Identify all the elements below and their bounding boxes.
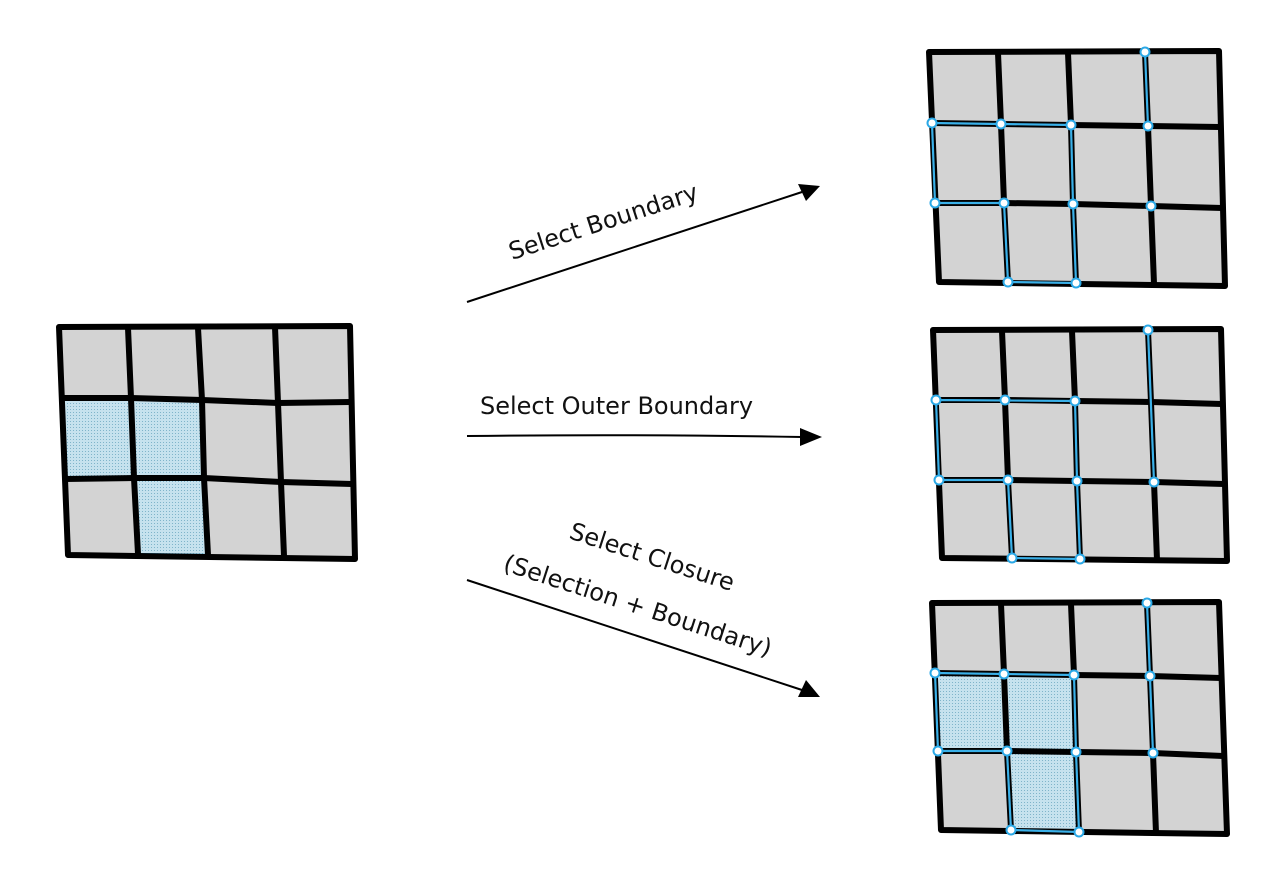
mesh-face — [275, 326, 350, 403]
result-select-boundary — [926, 46, 1228, 289]
arrow-select-outer-boundary: Select Outer Boundary — [466, 392, 822, 446]
label-select-boundary: Select Boundary — [505, 178, 701, 266]
result-select-outer-boundary — [930, 324, 1230, 565]
mesh-face — [281, 482, 355, 559]
arrow-select-boundary: Select Boundary — [466, 178, 820, 303]
mesh-face-selected — [134, 478, 208, 555]
mesh-face — [65, 478, 138, 555]
mesh-face — [204, 478, 284, 556]
result-select-closure — [929, 597, 1230, 838]
label-select-outer-boundary: Select Outer Boundary — [480, 392, 753, 420]
arrow-select-closure: Select Closure (Selection + Boundary) — [466, 517, 820, 697]
mesh-face — [202, 400, 281, 482]
mesh-face-selected — [131, 398, 204, 478]
mesh-face-selected — [62, 398, 134, 479]
boundary-vertices — [926, 46, 1157, 289]
mesh-face — [128, 328, 202, 400]
mesh-face — [59, 327, 131, 398]
closure-vertices — [929, 597, 1159, 838]
source-mesh — [56, 323, 358, 562]
mesh-face — [198, 327, 278, 403]
mesh-face — [278, 402, 352, 484]
outer-boundary-vertices — [930, 324, 1160, 565]
